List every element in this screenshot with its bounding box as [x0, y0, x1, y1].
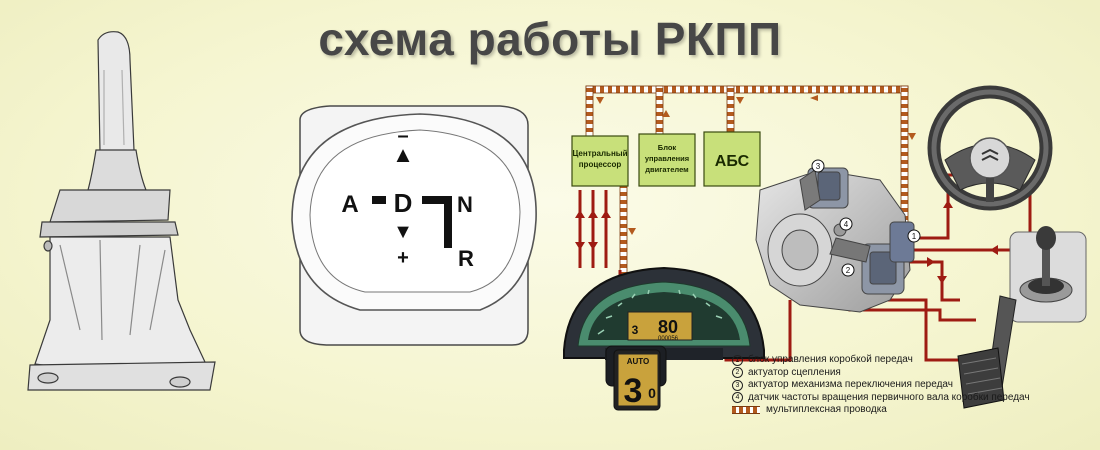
- legend-number: 3: [732, 379, 743, 391]
- legend-text: датчик частоты вращения первичного вала …: [748, 391, 1030, 403]
- legend-item: 1 блок управления коробкой передач: [732, 354, 1030, 367]
- dashboard-gear-small: 3: [632, 323, 639, 337]
- gearbox-assembly-icon: [755, 167, 915, 313]
- engine-block-label-3: двигателем: [645, 165, 689, 174]
- legend-number: 1: [732, 354, 743, 366]
- selector-plus-label: +: [397, 247, 409, 269]
- legend-item: 4 датчик частоты вращения первичного вал…: [732, 392, 1030, 405]
- legend-wiring: мультиплексная проводка: [732, 404, 1030, 417]
- selector-reverse-label: R: [458, 246, 474, 271]
- wiring-arrows: [596, 95, 916, 235]
- callout-4: 4: [844, 220, 849, 229]
- selector-drive-label: D: [394, 188, 413, 218]
- cpu-block: Центральный процессор: [571, 135, 629, 187]
- legend-text: блок управления коробкой передач: [748, 354, 913, 365]
- legend-number: 2: [732, 367, 743, 379]
- legend-text: актуатор сцепления: [748, 366, 841, 378]
- dashboard-mode: AUTO: [627, 357, 650, 366]
- engine-block-label-1: Блок: [658, 143, 677, 152]
- cpu-block-label-1: Центральный: [572, 149, 627, 158]
- abs-block: АБС: [703, 131, 761, 187]
- cpu-block-label-2: процессор: [579, 160, 622, 169]
- selector-up-arrow: ▲: [392, 142, 414, 167]
- legend-wiring-text: мультиплексная проводка: [766, 404, 887, 415]
- gear-stick-icon: [1009, 226, 1087, 323]
- selector-minus-label: –: [397, 125, 408, 147]
- legend-item: 2 актуатор сцепления: [732, 367, 1030, 380]
- legend-number: 4: [732, 392, 743, 404]
- callout-2: 2: [846, 266, 851, 275]
- legend-item: 3 актуатор механизма переключения переда…: [732, 379, 1030, 392]
- engine-block: Блок управления двигателем: [638, 133, 696, 187]
- legend-text: актуатор механизма переключения передач: [748, 379, 953, 390]
- gear-selector-panel: [291, 105, 537, 346]
- selector-neutral-label: N: [457, 192, 473, 217]
- clutch-pedal-icon: [957, 295, 1017, 409]
- selector-down-arrow: ▼: [393, 221, 413, 243]
- engine-block-label-2: управления: [645, 154, 689, 163]
- callout-1: 1: [912, 232, 917, 241]
- instrument-cluster: [563, 266, 765, 411]
- wiring-swatch: [732, 406, 760, 415]
- callout-3: 3: [816, 162, 821, 171]
- gear-shifter-icon: [27, 31, 216, 391]
- selector-auto-label: A: [341, 191, 358, 218]
- dashboard-gear-suffix: 0: [648, 385, 656, 401]
- steering-wheel-icon: [927, 85, 1053, 211]
- signal-arrows: [575, 200, 998, 284]
- legend: 1 блок управления коробкой передач 2 акт…: [732, 354, 1030, 417]
- abs-block-label: АБС: [715, 153, 750, 170]
- diagram-title: схема работы РКПП: [318, 13, 782, 65]
- dashboard-gear: 3: [624, 372, 643, 410]
- dashboard-odometer: 000056: [658, 336, 679, 342]
- dashboard-speed: 80: [658, 317, 678, 337]
- component-callouts: 3 4 1 2: [811, 159, 921, 277]
